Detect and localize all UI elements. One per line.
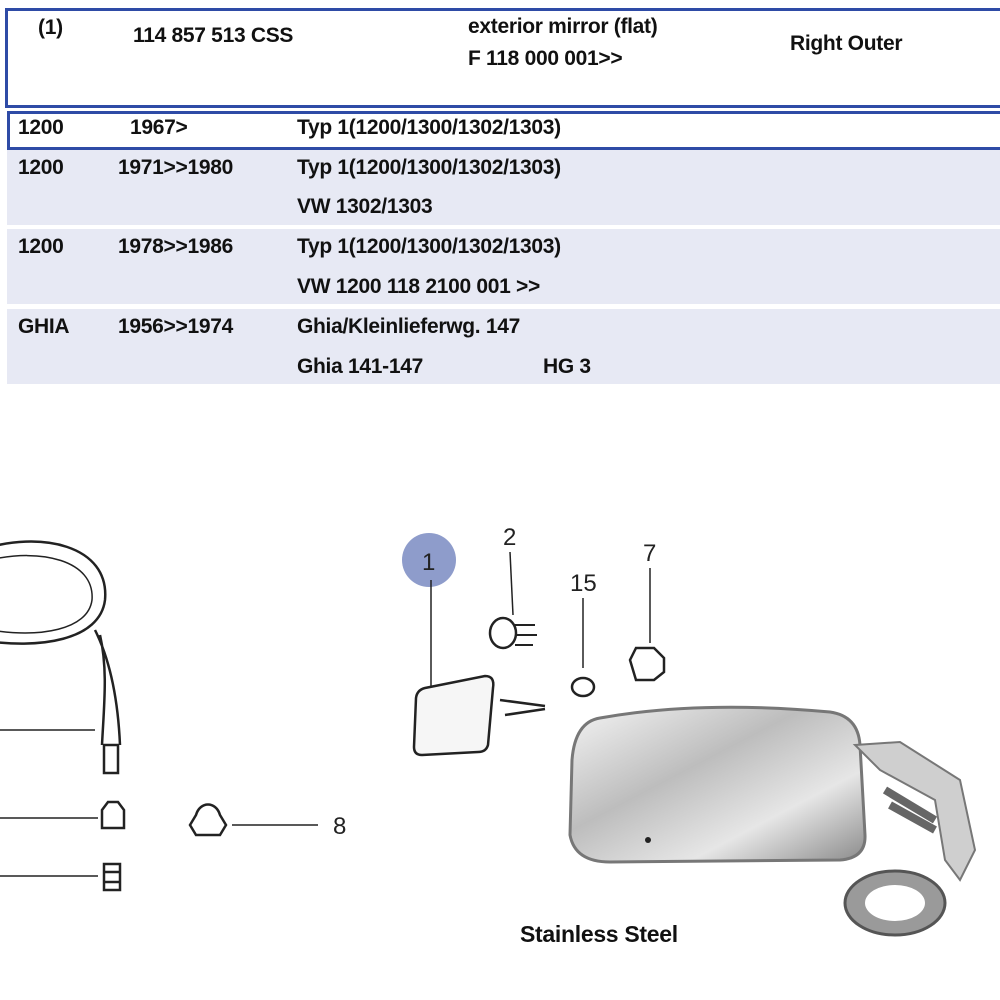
nut-icon: [102, 862, 122, 892]
row-model: 1200: [18, 156, 64, 179]
part-number: 114 857 513 CSS: [133, 24, 294, 47]
part-position: Right Outer: [790, 32, 903, 55]
table-row: [7, 150, 1000, 225]
callout-15: 15: [570, 570, 597, 597]
row-vehicle-detail: VW 1200 118 2100 001 >>: [297, 275, 540, 298]
row-vehicle: Typ 1(1200/1300/1302/1303): [297, 116, 561, 139]
row-vehicle: Ghia/Kleinlieferwg. 147: [297, 315, 521, 338]
callout-7: 7: [643, 540, 656, 567]
table-row: [7, 309, 1000, 384]
table-row: [7, 229, 1000, 304]
part-chassis-range: F 118 000 001>>: [468, 47, 623, 70]
callout-1: 1: [422, 549, 435, 576]
callout-2: 2: [503, 524, 516, 551]
callout-highlight: [402, 533, 456, 587]
row-model: 1200: [18, 116, 64, 139]
parts-diagram: 8 1 2 15 7: [0, 524, 977, 937]
product-caption: Stainless Steel: [520, 921, 678, 947]
row-vehicle-detail: Ghia 141-147: [297, 355, 423, 378]
part-index: (1): [38, 16, 63, 39]
row-hg-code: HG 3: [543, 355, 591, 378]
flat-mirror-drawing: [412, 674, 495, 757]
screw-drawing: [499, 698, 546, 717]
row-years: 1971>>1980: [118, 156, 233, 179]
acorn-nut-drawing: [188, 803, 318, 837]
row-years: 1967>: [130, 116, 188, 139]
row-vehicle-detail: VW 1302/1303: [297, 195, 433, 218]
row-vehicle: Typ 1(1200/1300/1302/1303): [297, 235, 561, 258]
row-model: 1200: [18, 235, 64, 258]
nut-drawing: [628, 646, 666, 682]
washer-drawing: [570, 676, 596, 698]
table-row-selected: [7, 111, 1000, 150]
part-header-box: [5, 8, 1000, 108]
callout-8: 8: [333, 813, 346, 840]
plug-drawing: [488, 616, 518, 650]
row-model: GHIA: [18, 315, 70, 338]
stainless-mirror-photo: [568, 705, 977, 937]
row-years: 1978>>1986: [118, 235, 233, 258]
row-vehicle: Typ 1(1200/1300/1302/1303): [297, 156, 561, 179]
part-description: exterior mirror (flat): [468, 15, 658, 38]
round-mirror-drawing: [0, 540, 126, 892]
nut-icon: [100, 800, 126, 830]
row-years: 1956>>1974: [118, 315, 233, 338]
